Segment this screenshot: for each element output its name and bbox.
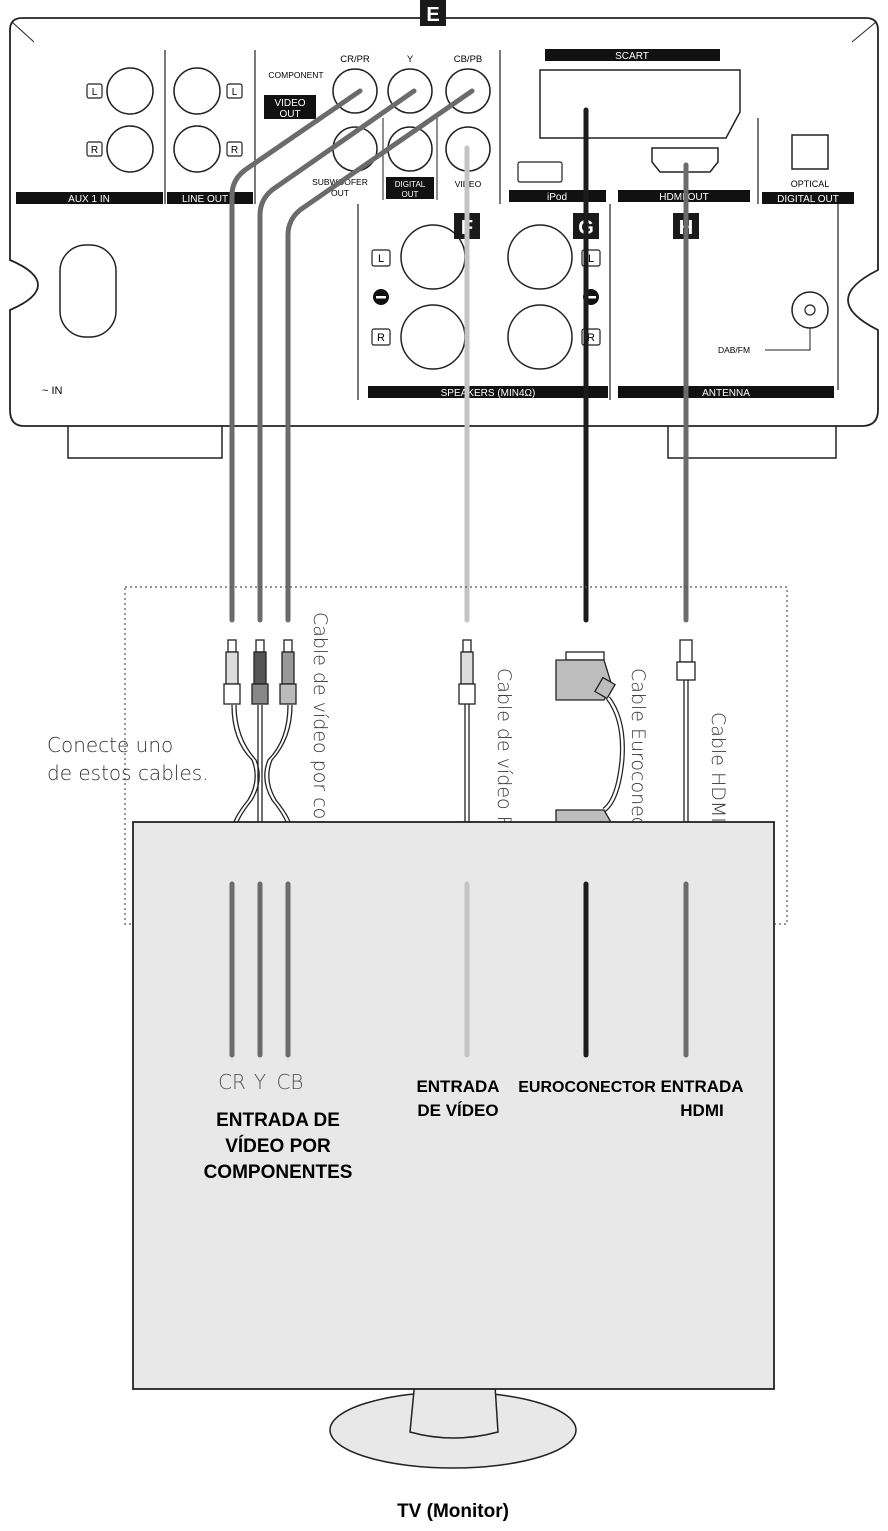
line-out-label: LINE OUT (182, 194, 228, 205)
tv-component-input-2: VÍDEO POR (225, 1135, 331, 1157)
rca-cable-label: Cable de vídeo RCA (493, 668, 515, 854)
receiver-panel: L R L R AUX 1 IN LINE OUT COMPONENT VIDE… (9, 17, 879, 459)
tv-component-input-3: COMPONENTES (204, 1162, 353, 1183)
spk-l-left-label: L (378, 253, 384, 265)
scart-cable-label: Cable Euroconector (627, 668, 649, 854)
aux-r-label: R (91, 145, 98, 156)
lower-cables (229, 881, 689, 1058)
tv-monitor (132, 821, 775, 1469)
video-out-label-1: VIDEO (274, 98, 305, 109)
digital-out-label: DIGITAL OUT (777, 194, 839, 205)
line-r-label: R (231, 145, 238, 156)
tv-hdmi-input-2: HDMI (680, 1101, 723, 1120)
ac-in-label: ~ IN (42, 385, 63, 397)
tv-video-input-2: DE VÍDEO (417, 1101, 498, 1120)
cable-note-line-1: Conecte uno (47, 733, 173, 757)
badge-e: E (426, 4, 439, 26)
tv-euroconector-label: EUROCONECTOR (518, 1079, 656, 1096)
optical-label: OPTICAL (791, 179, 830, 189)
dab-fm-label: DAB/FM (718, 345, 750, 355)
aux-l-label: L (92, 87, 98, 98)
tv-cr-label: CR (218, 1070, 246, 1094)
ipod-label: iPod (547, 192, 567, 203)
tv-cb-label: CB (276, 1070, 303, 1094)
cable-cr-upper (229, 88, 363, 623)
antenna-label: ANTENNA (702, 388, 750, 399)
hdmi-cable-label: Cable HDMI (707, 712, 729, 823)
tv-caption: TV (Monitor) (397, 1501, 509, 1522)
spk-r-left-label: R (377, 332, 385, 344)
tv-y-label: Y (254, 1070, 266, 1094)
digital-out-small-2: OUT (402, 190, 419, 199)
subwoofer-label-2: OUT (331, 188, 349, 198)
speakers-label: SPEAKERS (MIN4Ω) (441, 388, 536, 399)
cable-y-upper (257, 88, 417, 623)
line-l-label: L (232, 87, 238, 98)
upper-cables (229, 88, 689, 623)
scart-label: SCART (615, 51, 649, 62)
cable-note-line-2: de estos cables. (47, 761, 209, 785)
tv-screen (132, 821, 775, 1390)
tv-component-input-1: ENTRADA DE (216, 1110, 340, 1131)
tv-video-input-1: ENTRADA (416, 1077, 499, 1096)
component-label: COMPONENT (268, 70, 323, 80)
cable-cb-upper (285, 88, 475, 623)
spk-r-right-label: R (587, 332, 595, 344)
aux1-in-label: AUX 1 IN (68, 194, 110, 205)
spk-l-right-label: L (588, 253, 594, 265)
video-out-label-2: OUT (279, 109, 300, 120)
y-label: Y (407, 54, 414, 65)
cr-pr-label: CR/PR (340, 54, 370, 65)
tv-hdmi-input-1: ENTRADA (660, 1077, 743, 1096)
digital-out-small-1: DIGITAL (395, 180, 426, 189)
cb-pb-label: CB/PB (454, 54, 483, 65)
